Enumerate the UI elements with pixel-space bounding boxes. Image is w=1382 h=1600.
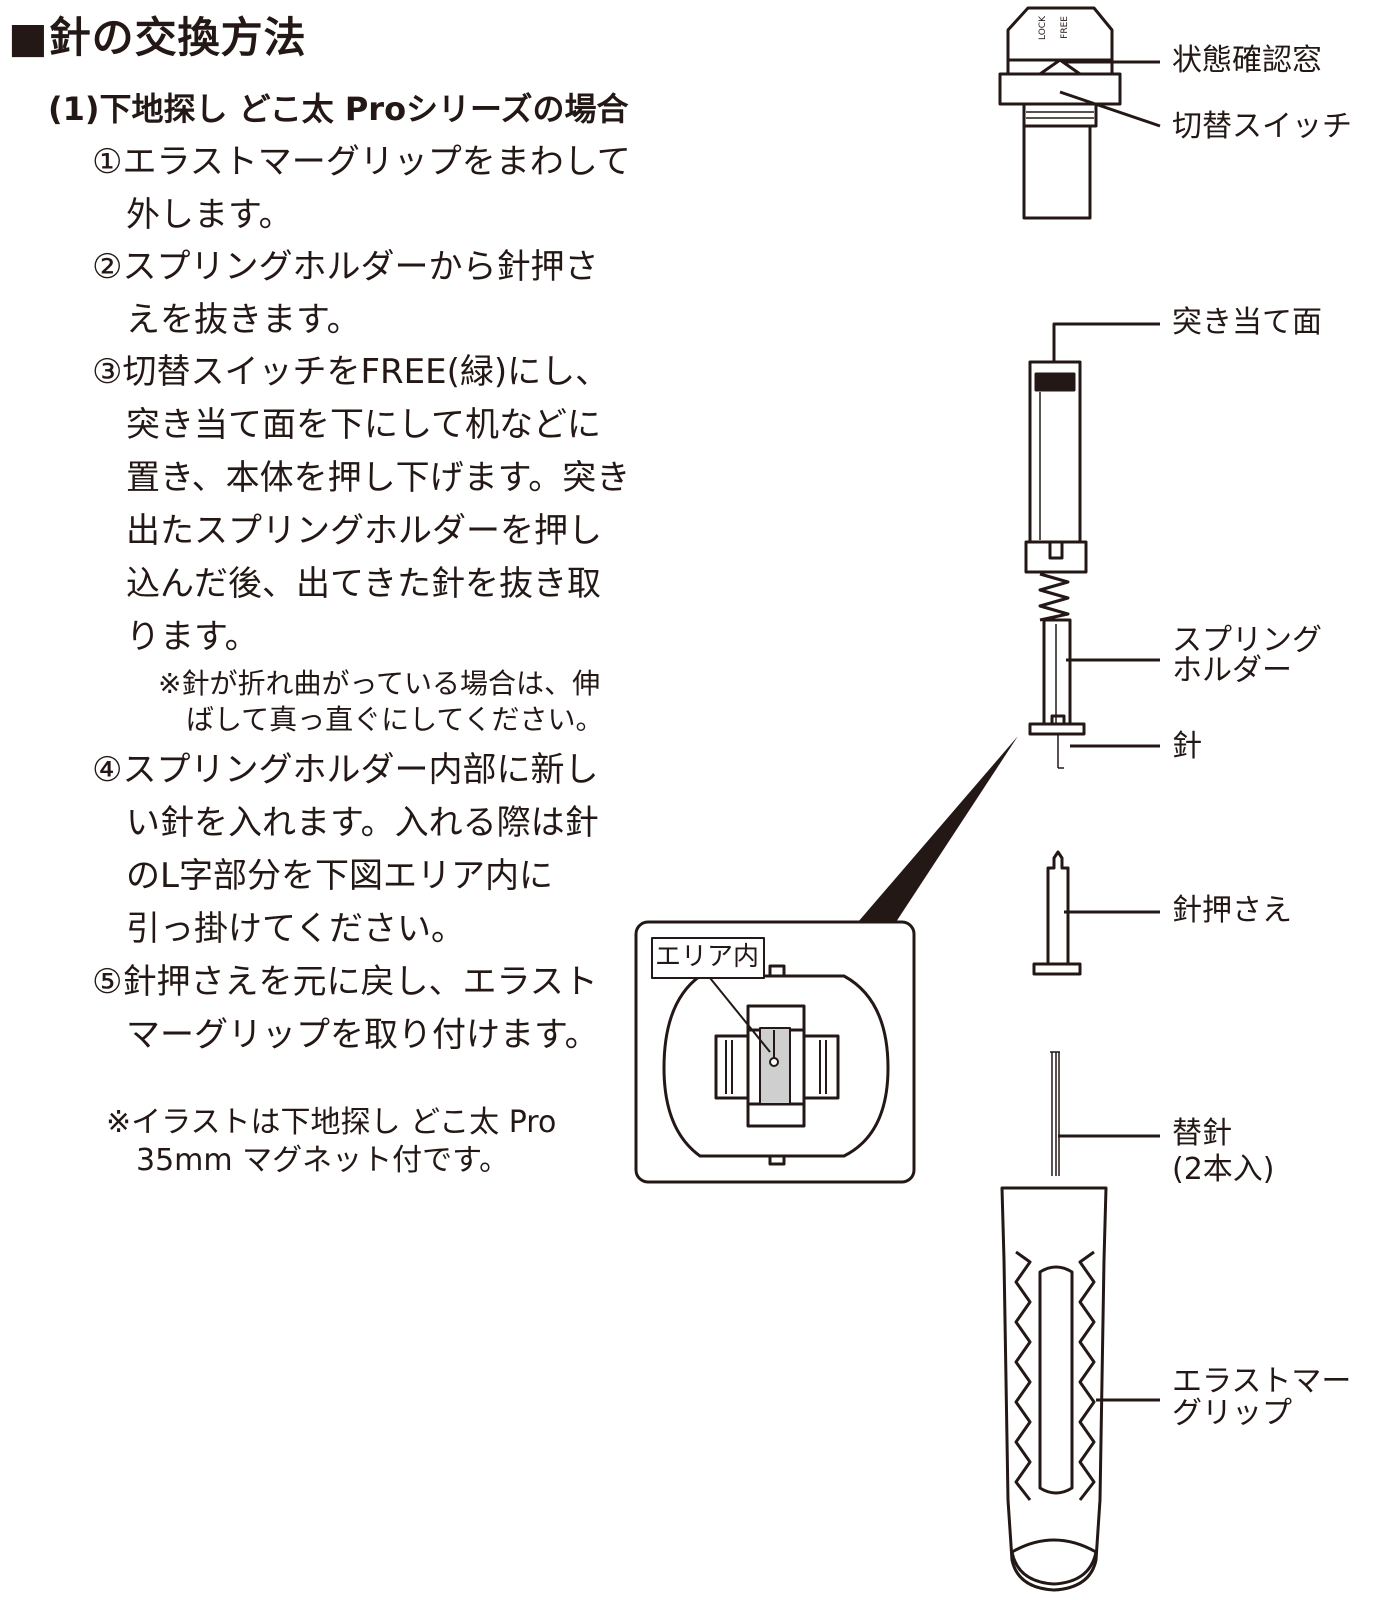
switch-cap-illustration xyxy=(998,6,1122,220)
step-5-line-2: マーグリップを取り付けます。 xyxy=(92,1015,599,1055)
area-detail-box xyxy=(634,920,916,1184)
step-2: ②スプリングホルダーから針押さ えを抜きます。 xyxy=(92,241,598,347)
bent-needle-note: ※針が折れ曲がっている場合は、伸 ばして真っ直ぐにしてください。 xyxy=(158,666,603,738)
spring-holder-label-line-1: スプリング xyxy=(1172,623,1322,658)
step-2-line-2: えを抜きます。 xyxy=(92,300,361,340)
section-title: (1)下地探し どこ太 Proシリーズの場合 xyxy=(48,90,629,128)
step-4-line-1: ④スプリングホルダー内部に新し xyxy=(92,750,599,790)
status-window-label: 状態確認窓 xyxy=(1172,43,1322,78)
contact-face-label: 突き当て面 xyxy=(1172,305,1322,340)
spring-holder-label-line-2: ホルダー xyxy=(1172,653,1292,688)
grip-label: エラストマー グリップ xyxy=(1172,1366,1351,1430)
step-3-line-4: 出たスプリングホルダーを押し xyxy=(92,511,602,551)
step-1-line-2: 外します。 xyxy=(92,195,293,235)
spare-needle-label: 替針 (2本入) xyxy=(1172,1116,1275,1188)
zoom-wedge xyxy=(858,736,1018,922)
note-line-2: ばして真っ直ぐにしてください。 xyxy=(158,703,604,736)
grip-label-line-1: エラストマー xyxy=(1172,1364,1352,1399)
step-3-line-1: ③切替スイッチをFREE(緑)にし、 xyxy=(92,352,610,392)
illustration-note-line-2: 35mm マグネット付です。 xyxy=(106,1143,510,1178)
step-2-line-1: ②スプリングホルダーから針押さ xyxy=(92,247,599,287)
cap-lock-text: LOCK xyxy=(1038,16,1048,40)
step-4-line-3: のL字部分を下図エリア内に xyxy=(92,856,553,896)
spare-needle-label-line-1: 替針 xyxy=(1172,1116,1232,1151)
needle-holder-illustration xyxy=(1032,850,1082,976)
spring-holder-label: スプリング ホルダー xyxy=(1172,626,1322,686)
illustration-note: ※イラストは下地探し どこ太 Pro 35mm マグネット付です。 xyxy=(106,1104,556,1180)
step-3-line-6: ります。 xyxy=(92,617,259,657)
grip-label-line-2: グリップ xyxy=(1172,1396,1292,1431)
leader-lines xyxy=(1052,60,1161,1402)
step-1-line-1: ①エラストマーグリップをまわして xyxy=(92,142,631,182)
cap-free-text: FREE xyxy=(1060,16,1070,39)
step-3-line-5: 込んだ後、出てきた針を抜き取 xyxy=(92,564,601,604)
switch-label: 切替スイッチ xyxy=(1172,109,1352,144)
spare-needles-illustration xyxy=(1050,1051,1060,1176)
grip-illustration xyxy=(1000,1186,1108,1592)
needle-label: 針 xyxy=(1172,729,1202,764)
page-title: ■針の交換方法 xyxy=(8,13,307,62)
step-4: ④スプリングホルダー内部に新し い針を入れます。入れる際は針 のL字部分を下図エ… xyxy=(92,744,599,956)
step-4-line-2: い針を入れます。入れる際は針 xyxy=(92,803,599,843)
main-body-illustration xyxy=(1024,360,1088,769)
illustration-note-line-1: ※イラストは下地探し どこ太 Pro xyxy=(106,1105,557,1140)
note-line-1: ※針が折れ曲がっている場合は、伸 xyxy=(158,667,601,700)
step-4-line-4: 引っ掛けてください。 xyxy=(92,909,465,949)
step-5: ⑤針押さえを元に戻し、エラスト マーグリップを取り付けます。 xyxy=(92,956,599,1062)
step-3-line-2: 突き当て面を下にして机などに xyxy=(92,405,601,445)
spare-needle-label-line-2: (2本入) xyxy=(1172,1152,1275,1187)
step-3-line-3: 置き、本体を押し下げます。突き xyxy=(92,458,631,498)
step-3: ③切替スイッチをFREE(緑)にし、 突き当て面を下にして机などに 置き、本体を… xyxy=(92,346,630,664)
area-label: エリア内 xyxy=(655,942,760,972)
step-5-line-1: ⑤針押さえを元に戻し、エラスト xyxy=(92,962,598,1002)
needle-holder-label: 針押さえ xyxy=(1172,893,1292,928)
step-1: ①エラストマーグリップをまわして 外します。 xyxy=(92,136,631,242)
